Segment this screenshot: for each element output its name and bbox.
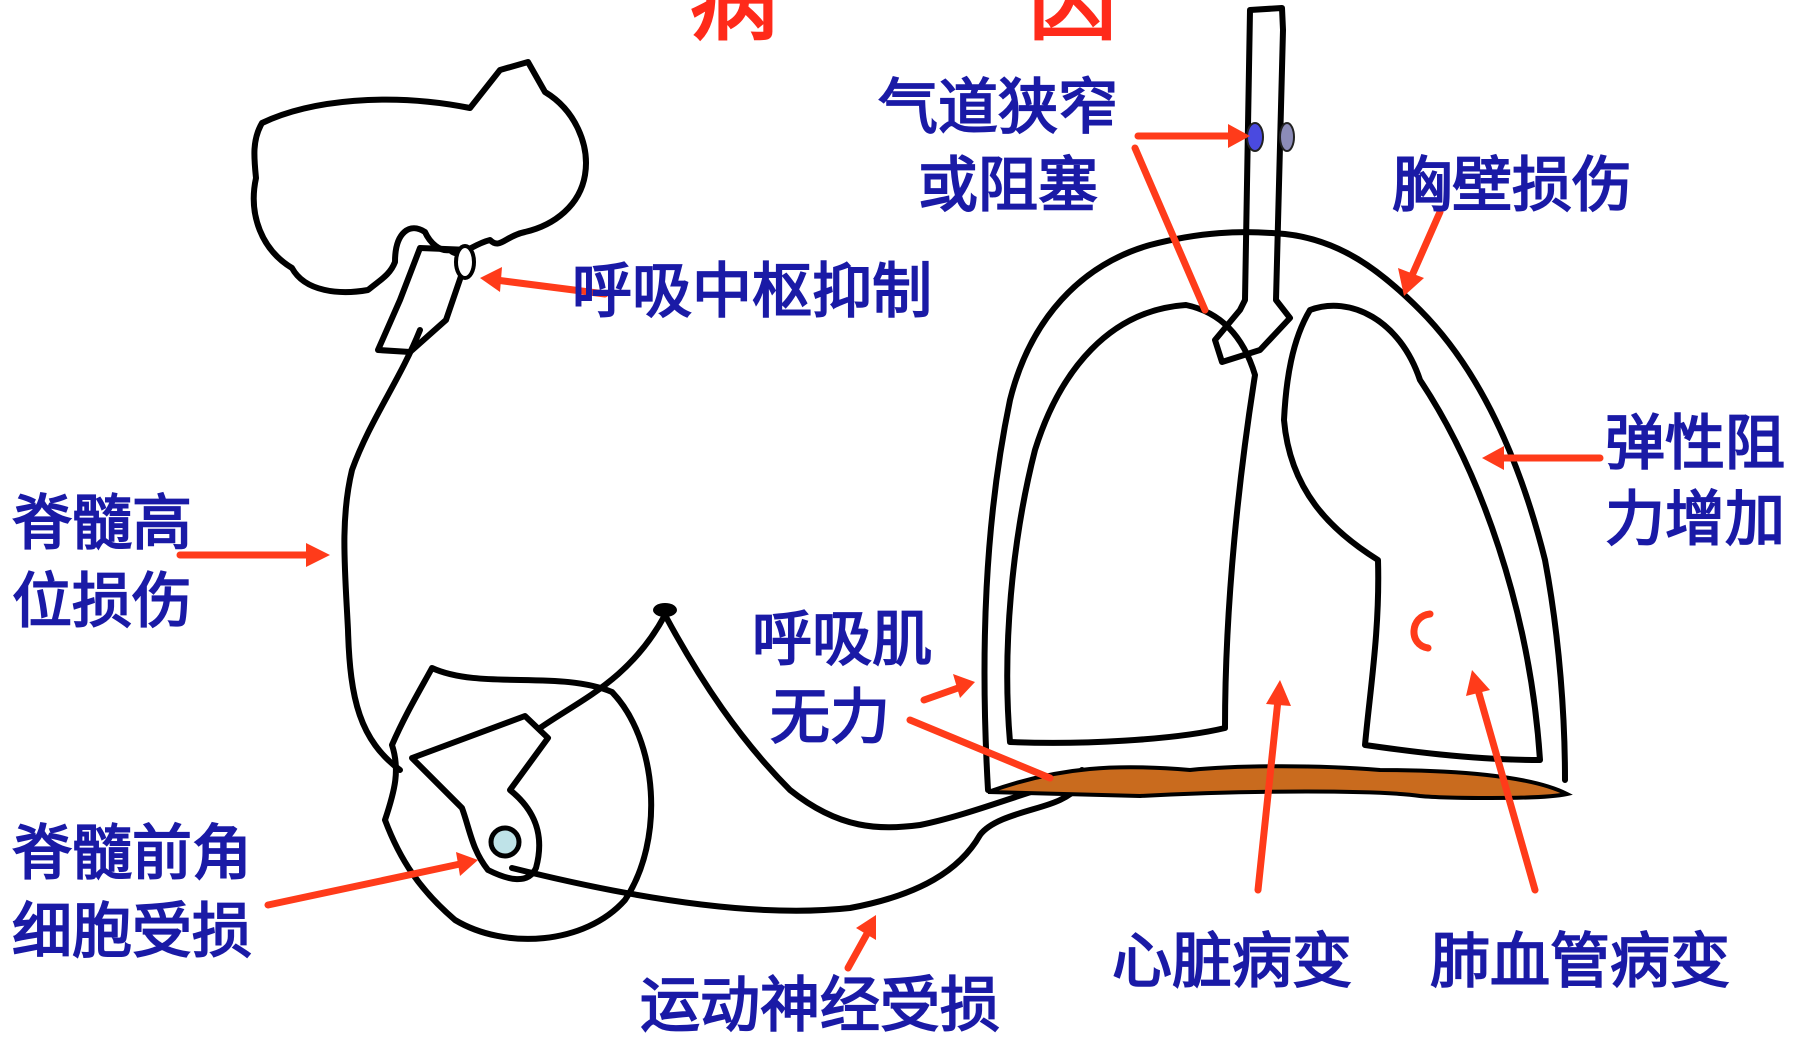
arrow-airway-lung	[1135, 148, 1205, 310]
spinal-cross-section	[385, 668, 651, 939]
label-spinal-high-2: 位损伤	[12, 566, 192, 638]
arrow-chest-wall	[1410, 212, 1440, 280]
label-airway-2: 或阻塞	[918, 150, 1098, 222]
label-anterior-horn-2: 细胞受损	[12, 896, 252, 968]
vessel-lesion-mark	[1414, 614, 1430, 648]
respiratory-center-oval	[456, 246, 474, 278]
label-elastic-1: 弹性阻	[1605, 408, 1785, 480]
right-lung	[1284, 306, 1540, 760]
label-respiratory-center: 呼吸中枢抑制	[572, 256, 932, 328]
label-motor-nerve: 运动神经受损	[640, 970, 1000, 1042]
airway-obstruction-left	[1247, 123, 1263, 151]
arrow-muscle-down	[910, 720, 1050, 778]
left-lung	[1007, 305, 1255, 743]
label-pulmonary-vessel: 肺血管病变	[1430, 926, 1730, 998]
label-muscle-2: 无力	[770, 682, 890, 754]
arrow-muscle-up	[924, 688, 958, 700]
label-anterior-horn-1: 脊髓前角	[12, 818, 252, 890]
label-spinal-high-1: 脊髓高	[12, 488, 192, 560]
anterior-horn-cell	[491, 828, 519, 856]
spinal-cord-tract	[344, 330, 420, 770]
label-elastic-2: 力增加	[1605, 484, 1785, 556]
label-heart: 心脏病变	[1112, 926, 1352, 998]
airway-obstruction-right	[1280, 123, 1294, 151]
label-chest-wall: 胸壁损伤	[1392, 150, 1632, 222]
brain-shape	[254, 62, 586, 292]
arrow-motor-nerve	[848, 932, 868, 968]
label-muscle-1: 呼吸肌	[752, 604, 932, 676]
trachea	[1215, 8, 1290, 362]
nerve-ending	[653, 603, 677, 617]
label-airway-1: 气道狭窄	[878, 72, 1118, 144]
gray-matter	[412, 716, 548, 879]
arrow-heart	[1258, 700, 1278, 890]
diaphragm	[988, 766, 1567, 798]
